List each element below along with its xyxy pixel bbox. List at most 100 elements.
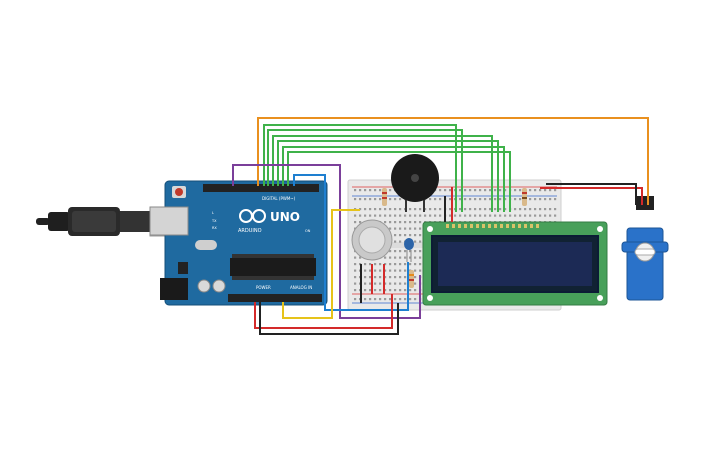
breadboard-hole xyxy=(374,298,377,301)
breadboard-hole xyxy=(364,298,367,301)
red-wire xyxy=(254,294,393,329)
breadboard-hole xyxy=(394,240,397,243)
breadboard-hole xyxy=(489,214,492,217)
breadboard-hole xyxy=(514,198,517,201)
breadboard-hole xyxy=(484,189,487,192)
breadboard-hole xyxy=(404,227,407,230)
breadboard-hole xyxy=(419,250,422,253)
breadboard-hole xyxy=(524,208,527,211)
breadboard-hole xyxy=(374,214,377,217)
breadboard-hole xyxy=(364,214,367,217)
reset-button[interactable] xyxy=(175,188,183,196)
breadboard-hole xyxy=(449,214,452,217)
breadboard-hole xyxy=(404,276,407,279)
breadboard-hole xyxy=(384,214,387,217)
breadboard-hole xyxy=(394,256,397,259)
breadboard-hole xyxy=(499,208,502,211)
breadboard-hole xyxy=(389,227,392,230)
led[interactable] xyxy=(404,238,414,262)
breadboard-hole xyxy=(359,256,362,259)
breadboard-hole xyxy=(414,289,417,292)
breadboard-hole xyxy=(514,208,517,211)
lcd-16x2[interactable] xyxy=(422,221,608,306)
breadboard-hole xyxy=(374,289,377,292)
breadboard-hole xyxy=(399,198,402,201)
board-brand-label: UNO xyxy=(270,210,300,224)
black-wire xyxy=(259,302,399,335)
breadboard-hole xyxy=(429,214,432,217)
breadboard-hole xyxy=(389,269,392,272)
breadboard-hole xyxy=(484,198,487,201)
breadboard-hole xyxy=(389,214,392,217)
breadboard-hole xyxy=(534,214,537,217)
yellow-wire xyxy=(282,209,360,319)
breadboard-hole xyxy=(404,269,407,272)
servo-motor[interactable] xyxy=(621,196,669,301)
breadboard-hole xyxy=(404,298,407,301)
breadboard-hole xyxy=(424,208,427,211)
breadboard-hole xyxy=(414,240,417,243)
breadboard-hole xyxy=(404,250,407,253)
resistor-1[interactable] xyxy=(382,188,387,206)
breadboard-hole xyxy=(379,298,382,301)
breadboard-hole xyxy=(459,198,462,201)
digital-label: DIGITAL (PWM~) xyxy=(262,196,296,201)
breadboard-hole xyxy=(354,256,357,259)
breadboard-hole xyxy=(409,221,412,224)
breadboard-hole xyxy=(414,227,417,230)
lcd-pin xyxy=(524,224,527,228)
breadboard-hole xyxy=(399,282,402,285)
gas-sensor[interactable] xyxy=(351,219,393,261)
breadboard-hole xyxy=(384,289,387,292)
breadboard-hole xyxy=(434,208,437,211)
lcd-pin xyxy=(476,224,479,228)
breadboard-hole xyxy=(479,189,482,192)
breadboard-hole xyxy=(414,298,417,301)
breadboard-hole xyxy=(409,298,412,301)
breadboard-hole xyxy=(384,208,387,211)
breadboard-hole xyxy=(389,250,392,253)
breadboard-hole xyxy=(374,282,377,285)
breadboard-hole xyxy=(514,189,517,192)
breadboard-hole xyxy=(359,208,362,211)
breadboard-hole xyxy=(439,214,442,217)
breadboard-hole xyxy=(424,214,427,217)
breadboard-hole xyxy=(359,221,362,224)
breadboard-hole xyxy=(499,198,502,201)
breadboard-hole xyxy=(394,208,397,211)
breadboard-hole xyxy=(379,269,382,272)
breadboard-hole xyxy=(539,189,542,192)
breadboard-hole xyxy=(354,189,357,192)
lcd-screen xyxy=(438,242,592,286)
breadboard-hole xyxy=(384,276,387,279)
breadboard-hole xyxy=(364,269,367,272)
breadboard-hole xyxy=(504,198,507,201)
resistor-3[interactable] xyxy=(409,270,414,288)
breadboard-hole xyxy=(394,269,397,272)
breadboard-hole xyxy=(419,214,422,217)
breadboard-hole xyxy=(354,276,357,279)
breadboard-hole xyxy=(544,208,547,211)
arduino-uno-board[interactable]: UNO ARDUINO DIGITAL (PWM~) POWER ANALOG … xyxy=(149,180,328,306)
breadboard-hole xyxy=(389,221,392,224)
breadboard-hole xyxy=(369,276,372,279)
breadboard-hole xyxy=(419,221,422,224)
breadboard-hole xyxy=(399,263,402,266)
breadboard-hole xyxy=(494,198,497,201)
breadboard-hole xyxy=(399,214,402,217)
breadboard-hole xyxy=(404,263,407,266)
breadboard-hole xyxy=(524,214,527,217)
breadboard-hole xyxy=(399,276,402,279)
breadboard-hole xyxy=(364,198,367,201)
piezo-buzzer[interactable] xyxy=(391,154,439,212)
breadboard-hole xyxy=(504,214,507,217)
breadboard-hole xyxy=(549,208,552,211)
breadboard-hole xyxy=(419,227,422,230)
resistor-2[interactable] xyxy=(522,188,527,206)
breadboard-hole xyxy=(379,282,382,285)
breadboard-hole xyxy=(554,189,557,192)
breadboard-hole xyxy=(409,214,412,217)
breadboard-hole xyxy=(409,256,412,259)
breadboard-hole xyxy=(404,256,407,259)
breadboard-hole xyxy=(479,208,482,211)
